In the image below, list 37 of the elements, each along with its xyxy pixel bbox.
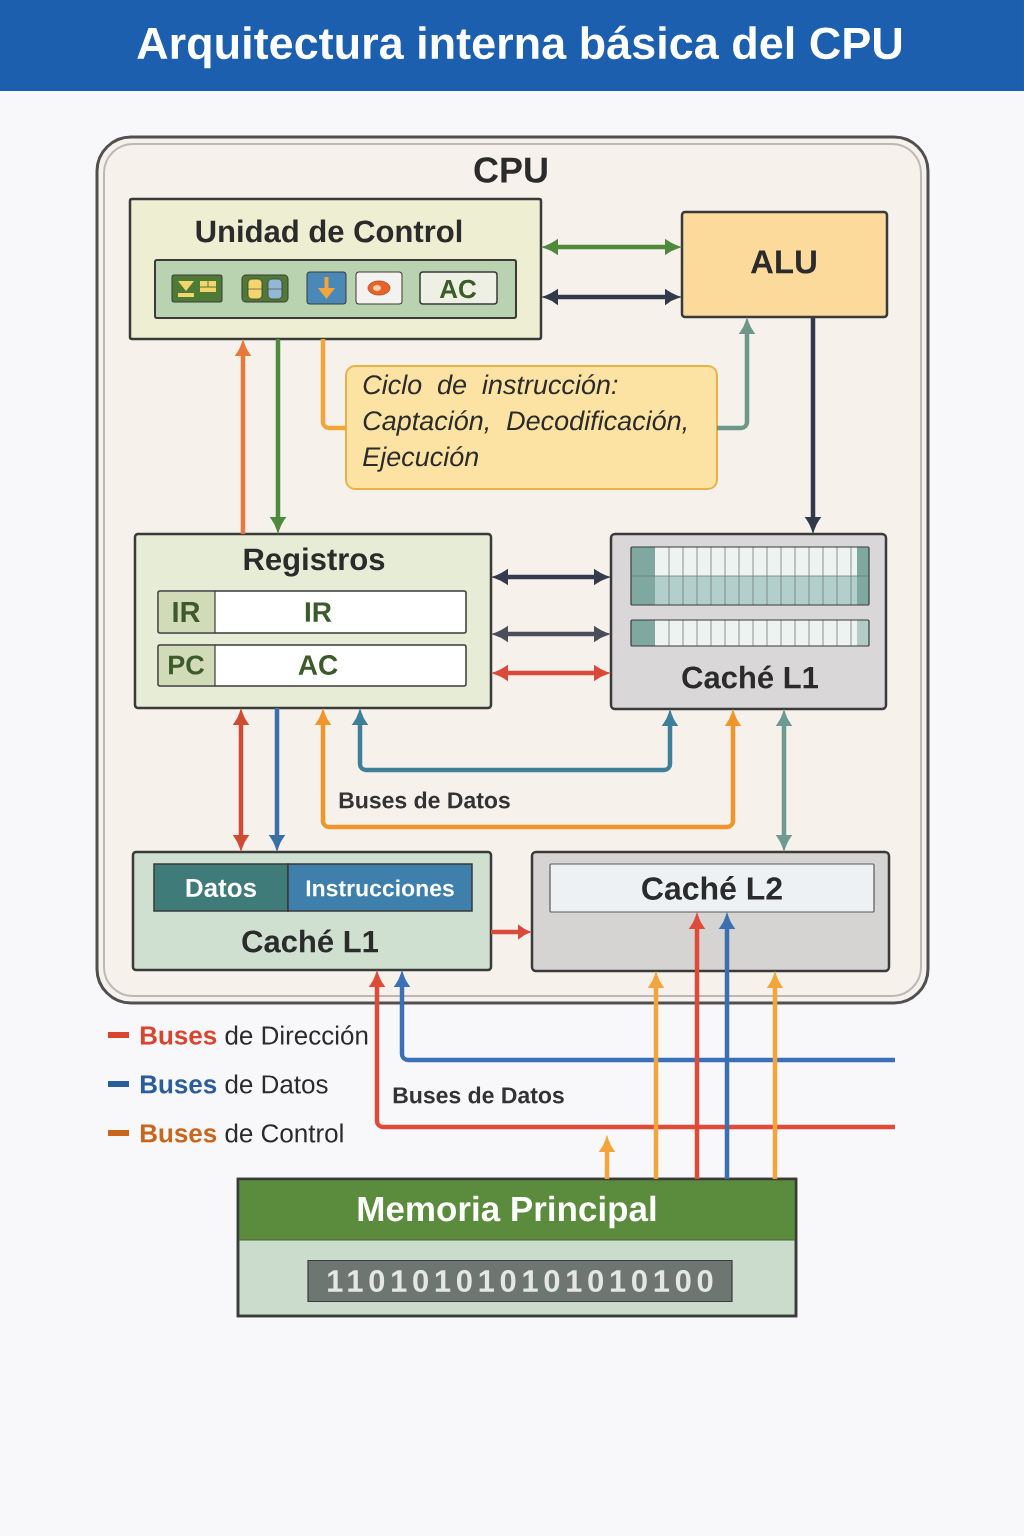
legend-text: Buses de Dirección: [140, 1025, 368, 1045]
arrow: [720, 915, 734, 1179]
cache-segment: Datos: [153, 863, 289, 912]
arrow: [494, 627, 608, 641]
register-tag: AC: [419, 271, 498, 305]
arrow: [690, 915, 704, 1179]
arrow: [544, 240, 679, 254]
arrow: [717, 320, 754, 431]
arrow: [370, 973, 895, 1130]
arrow: [491, 925, 530, 939]
bus-label: Buses de Datos: [393, 1086, 564, 1104]
cache-segment: Instrucciones: [287, 863, 473, 912]
arrow: [768, 974, 782, 1179]
register-row: PC AC: [157, 644, 467, 687]
title-bar: Arquitectura interna básica del CPU: [0, 0, 1024, 91]
arrow: [806, 317, 820, 531]
arrow: [494, 570, 608, 584]
arrow: [316, 711, 740, 830]
arrow: [600, 1138, 614, 1179]
arrow: [353, 711, 677, 773]
arrow: [236, 342, 250, 534]
arrow: [271, 339, 285, 531]
arrow: [777, 712, 791, 849]
arrow: [234, 711, 248, 849]
arrow: [649, 974, 663, 1179]
alu-box: ALU: [680, 210, 889, 319]
cache-label: Caché L2: [549, 863, 875, 913]
register-row: IR IR: [157, 590, 467, 634]
arrow: [395, 973, 895, 1063]
legend-text: Buses de Control: [140, 1123, 343, 1143]
arrow: [544, 290, 679, 304]
arrow: [270, 708, 284, 849]
note-box: Ciclo de instrucción: Captación, Decodificación, Ejecución: [345, 365, 718, 490]
arrow: [494, 666, 608, 680]
bus-label: Buses de Datos: [339, 791, 510, 809]
binary-display: 110101010101010100: [307, 1259, 733, 1303]
legend-text: Buses de Datos: [140, 1074, 328, 1094]
